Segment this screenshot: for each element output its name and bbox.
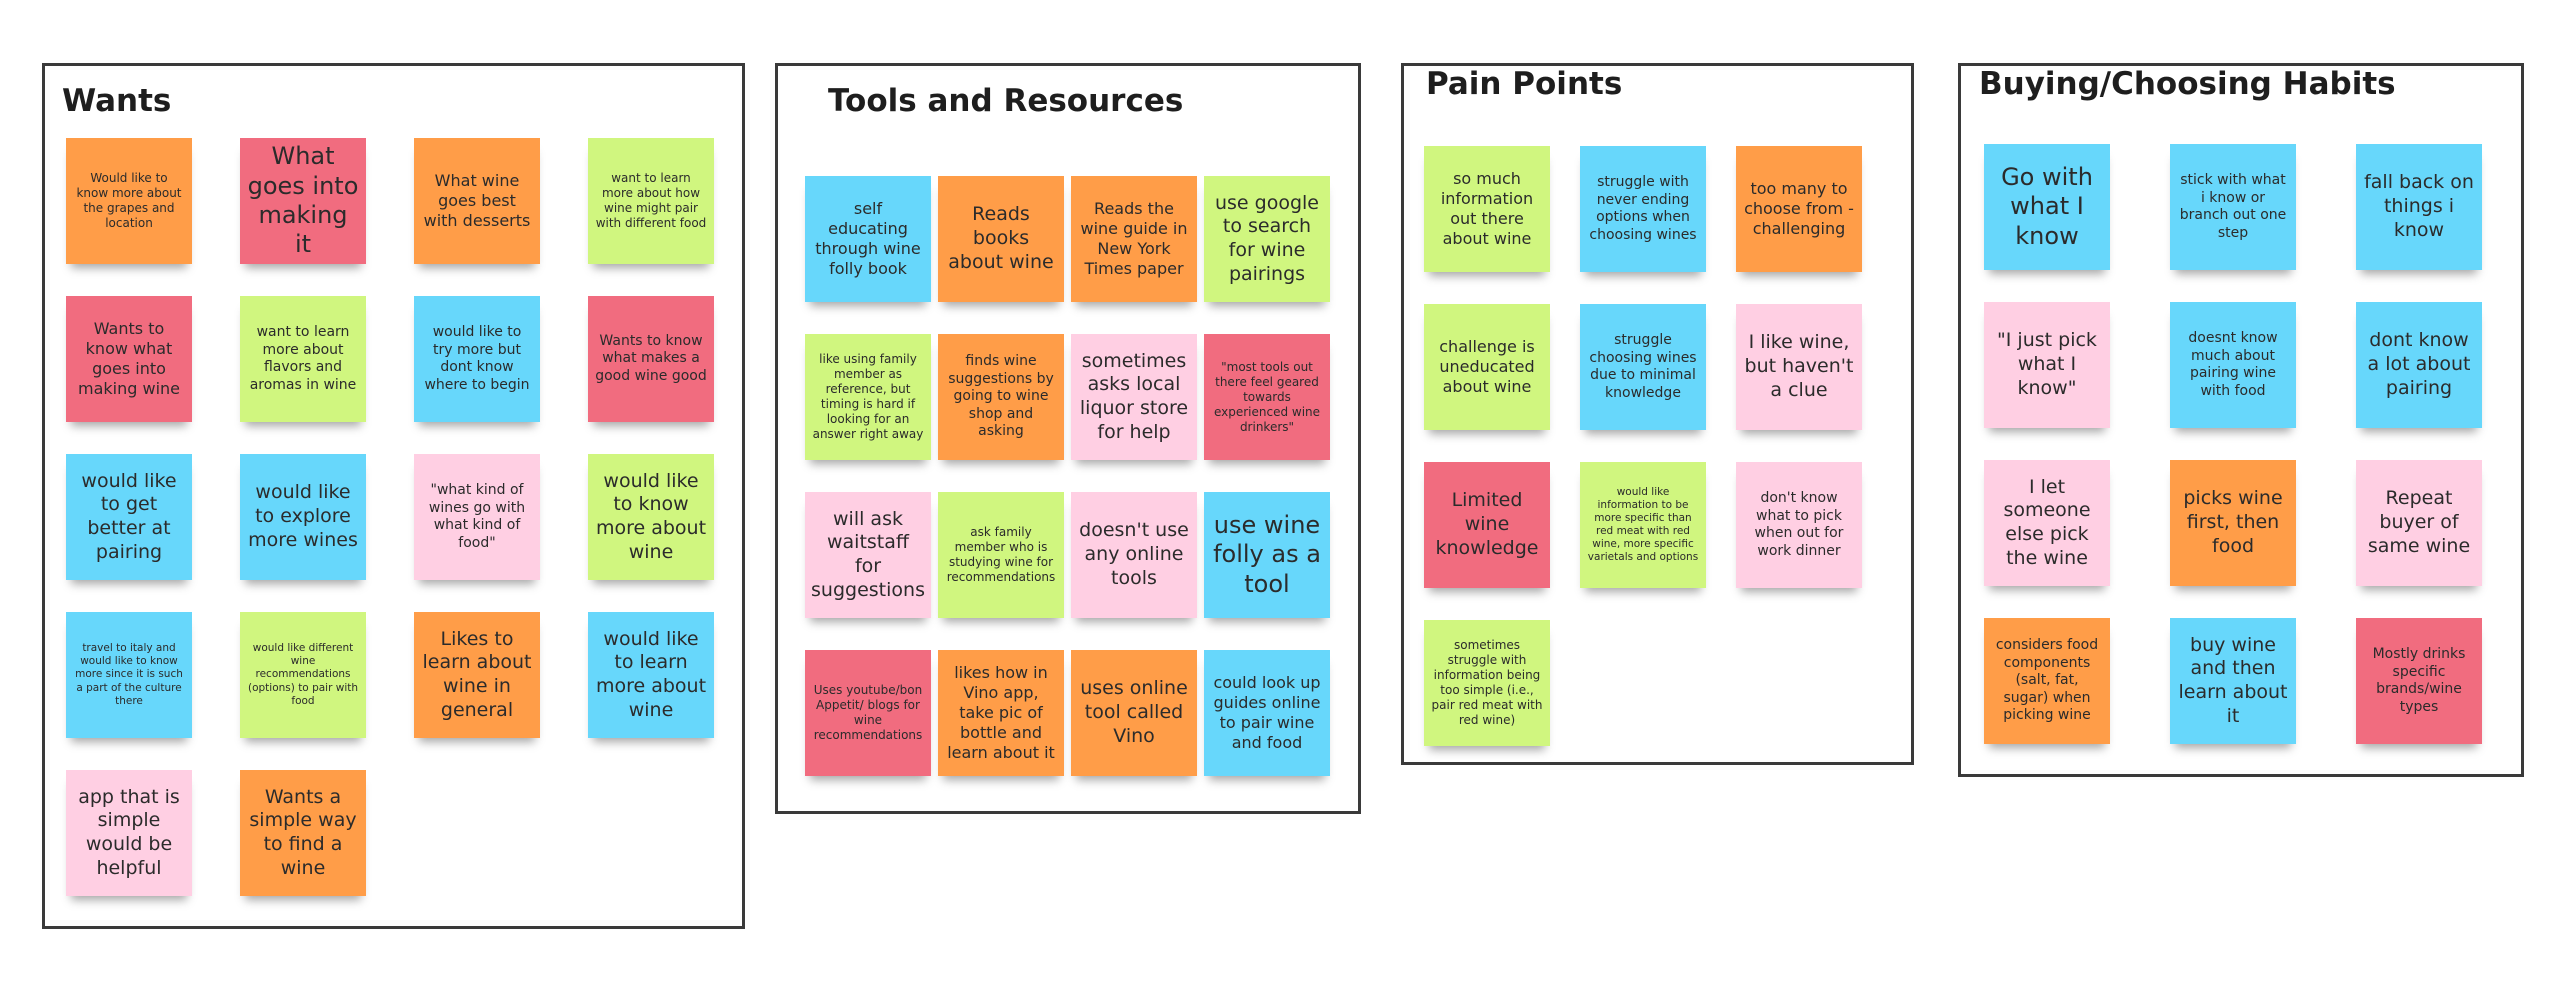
sticky-note[interactable]: Repeat buyer of same wine	[2356, 460, 2482, 586]
sticky-note[interactable]: would like to know more about wine	[588, 454, 714, 580]
sticky-note[interactable]: "I just pick what I know"	[1984, 302, 2110, 428]
frame-title-wants: Wants	[62, 83, 172, 119]
sticky-note[interactable]: will ask waitstaff for suggestions	[805, 492, 931, 618]
sticky-note[interactable]: What goes into making it	[240, 138, 366, 264]
sticky-note[interactable]: doesnt know much about pairing wine with…	[2170, 302, 2296, 428]
sticky-note[interactable]: considers food components (salt, fat, su…	[1984, 618, 2110, 744]
sticky-note[interactable]: dont know a lot about pairing	[2356, 302, 2482, 428]
sticky-note[interactable]: What wine goes best with desserts	[414, 138, 540, 264]
sticky-note[interactable]: challenge is uneducated about wine	[1424, 304, 1550, 430]
sticky-note[interactable]: self educating through wine folly book	[805, 176, 931, 302]
sticky-note[interactable]: Reads the wine guide in New York Times p…	[1071, 176, 1197, 302]
sticky-note[interactable]: use wine folly as a tool	[1204, 492, 1330, 618]
sticky-note[interactable]: I let someone else pick the wine	[1984, 460, 2110, 586]
frame-title-tools-and-resources: Tools and Resources	[828, 83, 1184, 119]
sticky-note[interactable]: use google to search for wine pairings	[1204, 176, 1330, 302]
sticky-note[interactable]: struggle with never ending options when …	[1580, 146, 1706, 272]
sticky-note[interactable]: doesn't use any online tools	[1071, 492, 1197, 618]
sticky-note[interactable]: could look up guides online to pair wine…	[1204, 650, 1330, 776]
sticky-note[interactable]: don't know what to pick when out for wor…	[1736, 462, 1862, 588]
sticky-note[interactable]: want to learn more about how wine might …	[588, 138, 714, 264]
sticky-note[interactable]: would like to learn more about wine	[588, 612, 714, 738]
sticky-note[interactable]: Wants a simple way to find a wine	[240, 770, 366, 896]
sticky-note[interactable]: sometimes asks local liquor store for he…	[1071, 334, 1197, 460]
sticky-note[interactable]: fall back on things i know	[2356, 144, 2482, 270]
sticky-note[interactable]: I like wine, but haven't a clue	[1736, 304, 1862, 430]
sticky-note[interactable]: app that is simple would be helpful	[66, 770, 192, 896]
frame-title-pain-points: Pain Points	[1426, 66, 1623, 102]
sticky-note[interactable]: too many to choose from - challenging	[1736, 146, 1862, 272]
sticky-note[interactable]: "most tools out there feel geared toward…	[1204, 334, 1330, 460]
sticky-note[interactable]: Would like to know more about the grapes…	[66, 138, 192, 264]
sticky-note[interactable]: Likes to learn about wine in general	[414, 612, 540, 738]
sticky-note[interactable]: Limited wine knowledge	[1424, 462, 1550, 588]
sticky-note[interactable]: Mostly drinks specific brands/wine types	[2356, 618, 2482, 744]
sticky-note[interactable]: "what kind of wines go with what kind of…	[414, 454, 540, 580]
sticky-note[interactable]: Wants to know what makes a good wine goo…	[588, 296, 714, 422]
sticky-note[interactable]: likes how in Vino app, take pic of bottl…	[938, 650, 1064, 776]
sticky-note[interactable]: would like to get better at pairing	[66, 454, 192, 580]
sticky-note[interactable]: buy wine and then learn about it	[2170, 618, 2296, 744]
sticky-note[interactable]: uses online tool called Vino	[1071, 650, 1197, 776]
sticky-note[interactable]: sometimes struggle with information bein…	[1424, 620, 1550, 746]
sticky-note[interactable]: finds wine suggestions by going to wine …	[938, 334, 1064, 460]
sticky-note[interactable]: Uses youtube/bon Appetit/ blogs for wine…	[805, 650, 931, 776]
sticky-note[interactable]: struggle choosing wines due to minimal k…	[1580, 304, 1706, 430]
sticky-note[interactable]: Wants to know what goes into making wine	[66, 296, 192, 422]
sticky-note[interactable]: would like information to be more specif…	[1580, 462, 1706, 588]
sticky-note[interactable]: like using family member as reference, b…	[805, 334, 931, 460]
sticky-note[interactable]: Reads books about wine	[938, 176, 1064, 302]
sticky-note[interactable]: stick with what i know or branch out one…	[2170, 144, 2296, 270]
sticky-note[interactable]: would like different wine recommendation…	[240, 612, 366, 738]
sticky-note[interactable]: Go with what I know	[1984, 144, 2110, 270]
sticky-note[interactable]: would like to try more but dont know whe…	[414, 296, 540, 422]
sticky-note[interactable]: would like to explore more wines	[240, 454, 366, 580]
frame-title-buying-choosing-habits: Buying/Choosing Habits	[1979, 66, 2396, 102]
sticky-note[interactable]: ask family member who is studying wine f…	[938, 492, 1064, 618]
sticky-note[interactable]: want to learn more about flavors and aro…	[240, 296, 366, 422]
sticky-note[interactable]: travel to italy and would like to know m…	[66, 612, 192, 738]
sticky-note[interactable]: so much information out there about wine	[1424, 146, 1550, 272]
sticky-note[interactable]: picks wine first, then food	[2170, 460, 2296, 586]
